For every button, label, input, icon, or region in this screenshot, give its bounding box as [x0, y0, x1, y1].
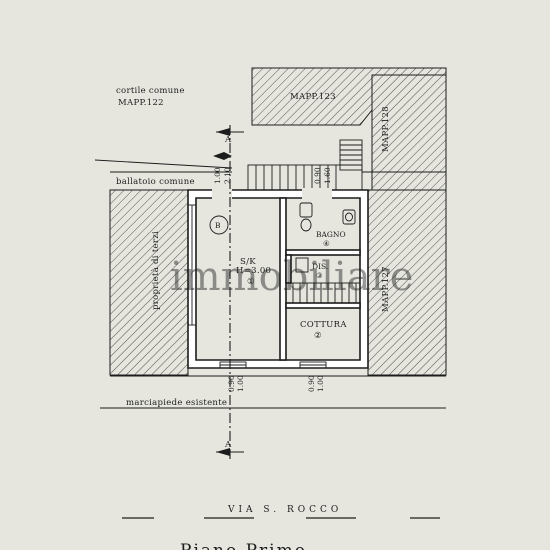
marker-b-label: B	[215, 221, 221, 230]
kitchen-wall-top	[285, 302, 361, 309]
staircase-top	[247, 139, 363, 191]
ballatoio-label: ballatoio comune	[116, 177, 195, 187]
dim-top-right-a: 0.90	[313, 167, 322, 184]
dim-bot-left-a: 0.90	[227, 375, 236, 392]
mapp-128-label: MAPP.128	[381, 106, 391, 152]
marker-b-circle	[209, 215, 229, 235]
proprieta-label: proprietà di terzi	[150, 231, 161, 310]
dim-top-left-b: 2.10	[223, 167, 232, 184]
dim-top-left-a: 1.00	[213, 167, 222, 184]
door-top-left	[212, 188, 232, 200]
bathroom-wall-bottom	[285, 249, 361, 256]
dim-top-right-b: 1.60	[323, 167, 332, 184]
watermark: immobiliare	[170, 254, 413, 300]
door-top-right	[302, 188, 332, 200]
room-bagno-name: BAGNO	[316, 230, 346, 239]
via-label: VIA S. ROCCO	[227, 505, 342, 515]
cortile-label: cortile comune	[116, 86, 185, 96]
bathroom-fixtures	[295, 202, 356, 273]
marciapiede-label: marciapiede esistente	[126, 398, 227, 408]
room-bagno-number: ④	[323, 239, 330, 248]
section-label-bottom: A	[224, 440, 232, 450]
room-sk-number: ①	[247, 277, 255, 287]
mapp-122-label: MAPP.122	[118, 98, 164, 108]
section-arrow-bottom	[216, 448, 230, 456]
room-dis-name: DIS.	[312, 262, 328, 271]
room-dis-number: ③	[316, 271, 323, 280]
staircase-internal	[285, 282, 361, 304]
dim-bot-left-b: 1.00	[236, 375, 245, 392]
section-label-top: A	[224, 135, 232, 145]
section-arrow-top	[216, 128, 230, 136]
plan-title: Piano Primo	[180, 541, 307, 550]
room-sk-name: S/K	[240, 257, 256, 267]
dim-bot-right-a: 0.90	[307, 375, 316, 392]
hatched-area-mapp-128	[371, 74, 447, 191]
room-cottura-name: COTTURA	[300, 320, 347, 330]
dim-bot-right-b: 1.00	[316, 375, 325, 392]
room-sk-height: H=3.00	[236, 266, 271, 276]
room-cottura-number: ②	[314, 331, 322, 341]
ballatoio-line-top	[94, 159, 233, 169]
mapp-127-label: MAPP.127	[381, 266, 391, 312]
mapp-123-label: MAPP.123	[290, 92, 336, 102]
marker-triangle	[213, 152, 224, 160]
